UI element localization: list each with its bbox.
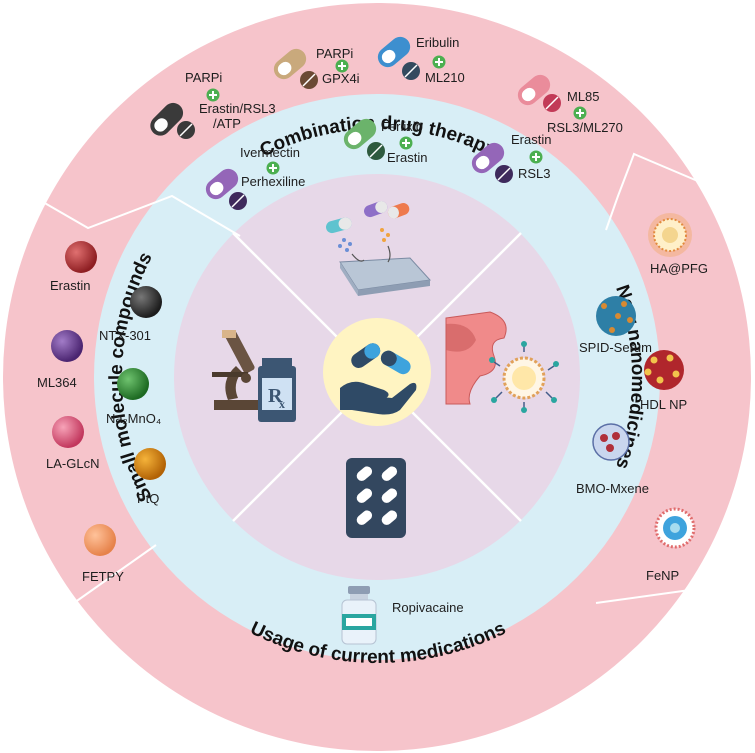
outer-dividers [35, 152, 701, 611]
combo-4-bottom: RSL3/ML270 [547, 120, 623, 135]
blister-pack-icon [346, 458, 406, 538]
small-molecule-label: Erastin [50, 278, 90, 293]
combo-2: PARPi GPX4i [273, 46, 360, 89]
prescription-bottle-icon: R x [258, 358, 296, 422]
nanomedicine-label: BMO-Mxene [576, 481, 649, 496]
tumor-cell-icon [445, 311, 507, 405]
small-molecule-label: FETPY [82, 569, 124, 584]
molecule-ball-icon [130, 286, 162, 318]
molecule-ball-icon [117, 368, 149, 400]
nanoparticle-icon [644, 350, 684, 390]
combo-1-bottom-b: /ATP [213, 116, 241, 131]
small-molecule-label: PtQ [137, 491, 159, 506]
combo-4: ML85 RSL3/ML270 [517, 74, 623, 135]
microscope-icon [212, 330, 262, 410]
combo-7: Erastin RSL3 [471, 132, 551, 183]
combo-7-top: Erastin [511, 132, 551, 147]
combo-2-bottom: GPX4i [322, 71, 360, 86]
combo-1-bottom-a: Erastin/RSL3 [199, 101, 276, 116]
combo-3-bottom: ML210 [425, 70, 465, 85]
nanoparticle-icon [654, 507, 696, 549]
small-molecules: Erastin NTX-301 ML364 Na₂MnO₄ LA-GLcN Pt… [37, 241, 166, 584]
nanomedicine-label: HDL NP [640, 397, 687, 412]
liposome-nanoparticle-icon [489, 341, 559, 413]
nanoparticle-icon [596, 296, 636, 336]
svg-text:x: x [279, 397, 285, 411]
combo-3-top: Eribulin [416, 35, 459, 50]
combo-3: Eribulin ML210 [377, 35, 465, 85]
combo-5-top: Ferlixib [381, 119, 423, 134]
hand-pills-icon [340, 343, 417, 415]
combo-5: Ferlixib Erastin [343, 118, 427, 165]
svg-text:R: R [268, 385, 283, 407]
nanoparticle-icon [648, 213, 692, 257]
small-molecule-label: Na₂MnO₄ [106, 411, 161, 426]
nanoparticle-icon [592, 423, 630, 461]
nanomedicine-label: SPID-Serum [579, 340, 652, 355]
molecule-ball-icon [52, 416, 84, 448]
molecule-ball-icon [65, 241, 97, 273]
molecule-ball-icon [134, 448, 166, 480]
combo-1: PARPi Erastin/RSL3 /ATP [150, 70, 276, 139]
current-med-label: Ropivacaine [392, 600, 464, 615]
combo-2-top: PARPi [316, 46, 353, 61]
molecule-ball-icon [51, 330, 83, 362]
combo-6-bottom: Perhexiline [241, 174, 305, 189]
combo-7-bottom: RSL3 [518, 166, 551, 181]
molecule-ball-icon [84, 524, 116, 556]
well-plate-icon [326, 201, 432, 296]
nanomedicine-label: HA@PFG [650, 261, 708, 276]
combo-5-bottom: Erastin [387, 150, 427, 165]
combo-6-top: Ivermectin [240, 145, 300, 160]
combo-1-top: PARPi [185, 70, 222, 85]
combo-4-top: ML85 [567, 89, 600, 104]
vial-icon [341, 586, 377, 645]
small-molecule-label: ML364 [37, 375, 77, 390]
nanomedicines: HA@PFG SPID-Serum HDL NP BMO-Mxene FeNP [576, 213, 708, 583]
small-molecule-label: LA-GLcN [46, 456, 99, 471]
nanomedicine-label: FeNP [646, 568, 679, 583]
small-molecule-label: NTX-301 [99, 328, 151, 343]
combo-6: Ivermectin Perhexiline [205, 145, 305, 210]
